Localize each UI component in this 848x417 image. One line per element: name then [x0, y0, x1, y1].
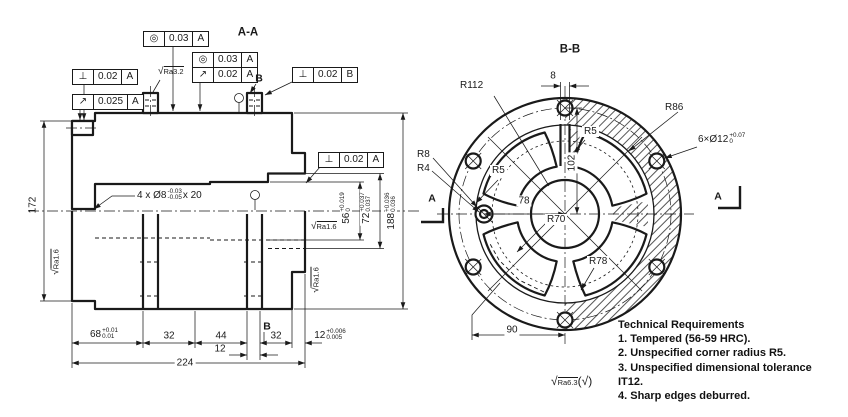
datum-target-icon: [250, 190, 260, 200]
tolerance-datum: A: [241, 67, 257, 82]
tolerance-value: 0.02: [339, 153, 367, 167]
surface-finish-ra16-right2: √Ra1.6: [310, 267, 322, 293]
tolerance-symbol: ⊥: [298, 69, 308, 80]
tolerance-value: 0.02: [313, 68, 341, 82]
dim-90: 90: [504, 324, 520, 336]
label-r5-left: R5: [490, 165, 507, 176]
fcf-perpendicularity-b: ⊥ 0.02 B: [292, 67, 359, 83]
label-r8: R8: [417, 149, 430, 160]
section-title-right: B-B: [559, 43, 581, 56]
datum-label-b-bottom: B: [263, 320, 271, 333]
technical-requirements-title: Technical Requirements: [618, 319, 745, 331]
label-r112: R112: [460, 80, 484, 91]
label-r70: R70: [545, 214, 568, 225]
technical-requirement-item: 2. Unspecified corner radius R5.: [618, 347, 787, 360]
tolerance-datum: A: [121, 70, 137, 84]
label-r78: R78: [587, 256, 610, 267]
section-letter-a-right: A: [714, 190, 722, 203]
surface-check-icon: √: [158, 66, 164, 77]
bolt-holes: [464, 99, 666, 329]
dim-172: 172: [27, 196, 39, 214]
surface-check-icon: √: [311, 221, 317, 232]
fcf-runout-left: ↗ 0.025 A: [72, 94, 144, 110]
technical-requirement-item: 3. Unspecified dimensional tolerance IT1…: [618, 361, 812, 388]
right-view-geometry: [421, 86, 742, 344]
section-letter-a-left: A: [428, 192, 436, 205]
dim-224: 224: [174, 357, 196, 369]
tolerance-datum: A: [241, 53, 257, 67]
technical-requirement-item: 4. Sharp edges deburred.: [618, 390, 751, 403]
r78-arc: [488, 241, 545, 293]
tolerance-datum: B: [341, 68, 357, 82]
dim-44: 44: [215, 330, 227, 342]
dim-12: 12: [214, 343, 226, 355]
tolerance-value: 0.02: [93, 70, 121, 84]
dim-78: 78: [516, 195, 532, 207]
surface-check-icon: √: [551, 374, 558, 388]
tolerance-symbol: ↗: [198, 68, 208, 80]
fcf-stacked: ◎ 0.03 A ↗ 0.02 A: [192, 52, 259, 83]
technical-requirements: Technical Requirements 1. Tempered (56-5…: [618, 318, 823, 403]
fcf-perpendicularity-mid: ⊥ 0.02 A: [318, 152, 385, 168]
datum-target-icon: [234, 93, 244, 103]
hole-note: 4 x Ø8 -0.03-0.05 x 20: [137, 188, 202, 201]
technical-requirement-item: 1. Tempered (56-59 HRC).: [618, 333, 751, 346]
tolerance-datum: A: [367, 153, 383, 167]
tolerance-datum: A: [192, 32, 208, 46]
tolerance-value: 0.03: [213, 53, 241, 67]
dim-102: 102: [566, 152, 578, 174]
surface-finish-ra32: √Ra3.2: [158, 66, 184, 77]
label-r5-top: R5: [582, 126, 599, 137]
tolerance-symbol: ⊥: [324, 154, 334, 165]
general-finish-note: √Ra6.3(√): [551, 374, 593, 388]
left-view-geometry: [28, 86, 420, 311]
surface-check-icon: √: [310, 287, 322, 293]
all-other-surfaces-icon: (√): [577, 374, 593, 388]
surface-finish-ra16-left: √Ra1.6: [50, 249, 62, 275]
tolerance-datum: A: [127, 95, 143, 109]
section-title-left: A-A: [237, 26, 259, 39]
label-r86: R86: [665, 102, 684, 113]
tolerance-symbol: ↗: [78, 96, 88, 107]
tolerance-value: 0.02: [213, 67, 241, 82]
datum-label-b-top: B: [255, 72, 263, 85]
label-r4: R4: [417, 163, 430, 174]
tolerance-value: 0.03: [164, 32, 192, 46]
tolerance-symbol: ◎: [149, 33, 159, 44]
tolerance-value: 0.025: [93, 95, 127, 109]
surface-check-icon: √: [50, 269, 62, 275]
fcf-concentricity-top: ◎ 0.03 A: [143, 31, 210, 47]
surface-finish-ra16-right: √Ra1.6: [311, 221, 337, 232]
dim-32b: 32: [270, 330, 282, 342]
tolerance-symbol: ◎: [198, 54, 208, 65]
dim-32a: 32: [163, 330, 175, 342]
fcf-perpendicularity-left: ⊥ 0.02 A: [72, 69, 139, 85]
section-arrow-left: [421, 208, 445, 224]
section-arrow-right: [718, 186, 742, 210]
dim-8: 8: [550, 70, 556, 82]
tolerance-symbol: ⊥: [78, 71, 88, 82]
